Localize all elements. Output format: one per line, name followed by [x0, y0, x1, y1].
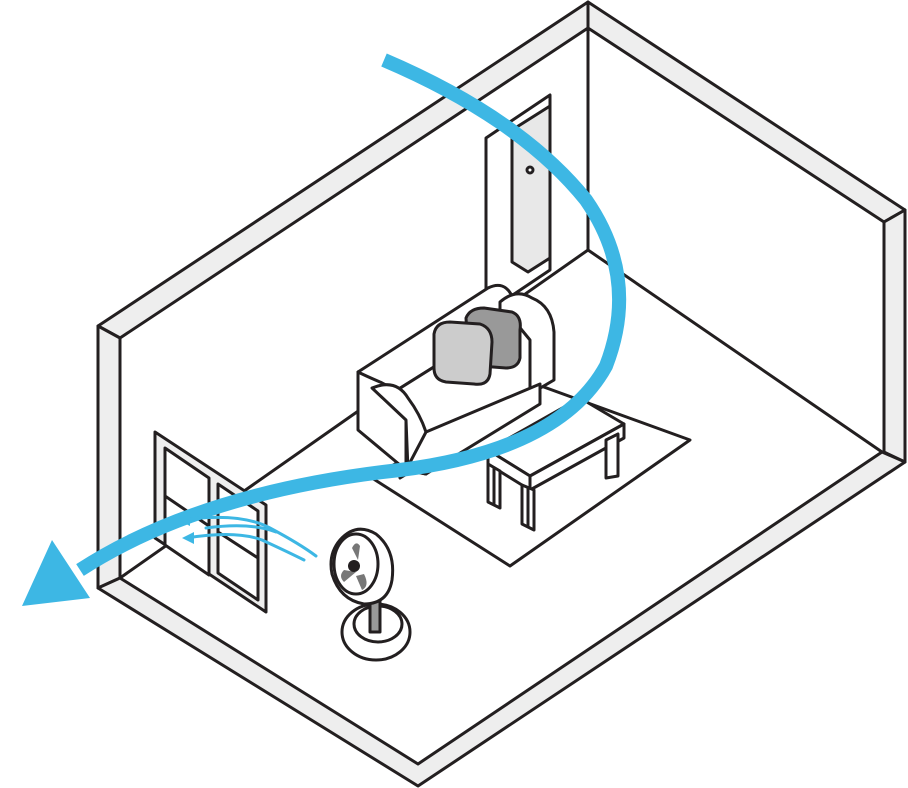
floor-edge — [96, 450, 907, 788]
coffee-table-icon — [486, 396, 626, 532]
right-wall — [586, 0, 907, 464]
sofa-icon — [356, 283, 556, 480]
airflow-arrow-icon — [22, 53, 627, 606]
cushion-front — [432, 320, 494, 386]
fan-icon — [329, 527, 412, 662]
fan-air-currents — [178, 514, 318, 562]
window-icon — [153, 430, 268, 614]
